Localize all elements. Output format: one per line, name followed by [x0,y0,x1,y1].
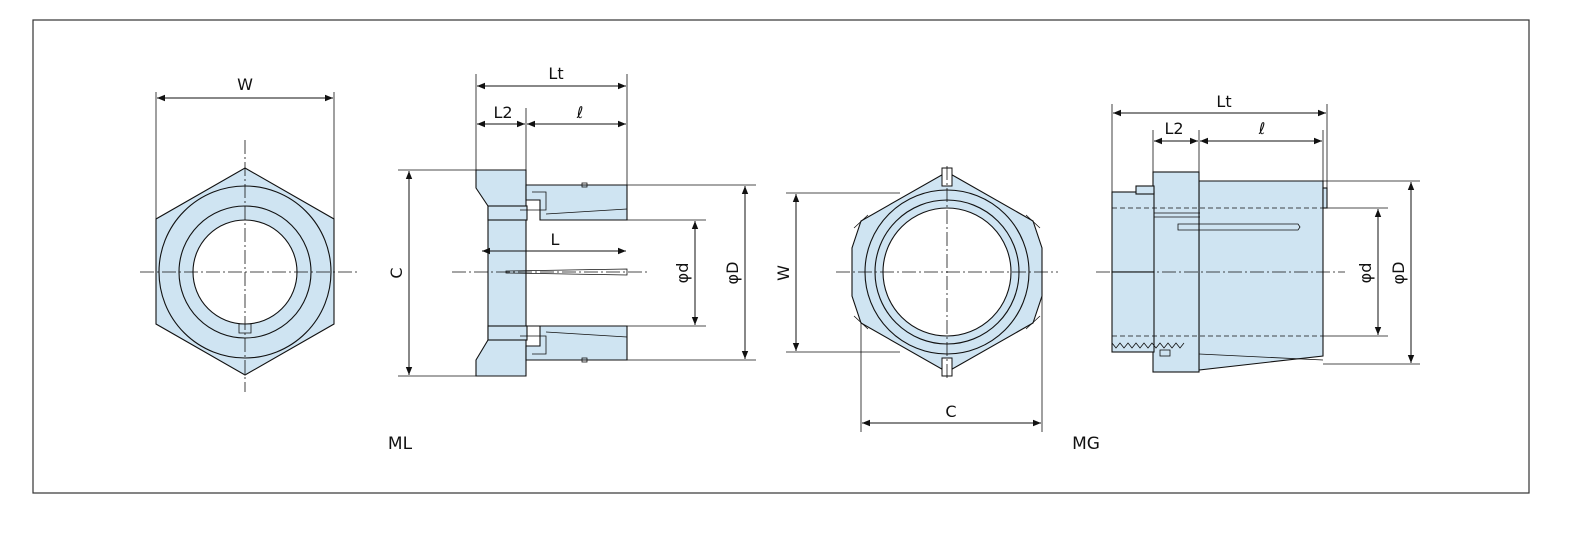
mg-caption: MG [1072,434,1100,454]
mg-side-ell-label: ℓ [1258,119,1266,138]
mg-front-width-label: W [774,265,793,281]
ml-side-phi-D-label: φD [723,262,742,285]
mg-side-view: Lt L2 ℓ φd φD [1096,92,1420,373]
mg-side-phi-d-label: φd [1356,263,1375,284]
ml-side-phi-d-label: φd [673,263,692,284]
mg-side-l2-label: L2 [1164,119,1183,138]
ml-side-l-label: L [551,230,560,249]
mg-front-c-label: C [945,402,956,421]
ml-side-c-label: C [387,267,406,278]
drawing-frame [32,19,1530,494]
ml-caption: ML [388,434,413,454]
ml-front-width-label: W [237,75,253,94]
ml-side-ell-label: ℓ [576,103,584,122]
mg-front-view: W C [774,166,1058,432]
ml-front-view: W [140,75,360,392]
ml-side-total-length-label: Lt [548,64,563,83]
mg-side-phi-D-label: φD [1389,262,1408,285]
mg-side-total-length-label: Lt [1216,92,1231,111]
ml-side-view: Lt L2 ℓ C L φd φD [387,64,756,377]
ml-side-l2-label: L2 [493,103,512,122]
